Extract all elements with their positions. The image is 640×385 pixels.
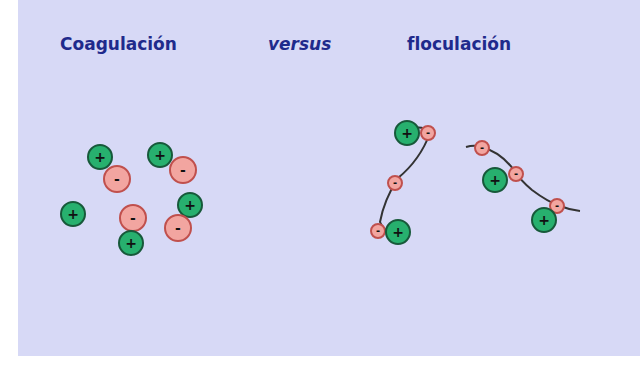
positive-particle: + — [394, 120, 420, 146]
charge-sign: + — [392, 225, 404, 239]
charge-sign: + — [67, 207, 79, 221]
charge-sign: + — [538, 213, 550, 227]
positive-particle: + — [531, 207, 557, 233]
charge-sign: - — [130, 211, 136, 225]
charge-sign: - — [426, 128, 430, 138]
charge-sign: + — [154, 148, 166, 162]
charge-sign: - — [514, 169, 518, 179]
negative-particle: - — [474, 140, 490, 156]
negative-particle: - — [103, 165, 131, 193]
positive-particle: + — [482, 167, 508, 193]
negative-particle: - — [508, 166, 524, 182]
charge-sign: - — [480, 143, 484, 153]
heading-label: floculación — [407, 34, 511, 54]
charge-sign: + — [401, 126, 413, 140]
charge-sign: - — [175, 221, 181, 235]
negative-particle: - — [119, 204, 147, 232]
heading-label: versus — [268, 34, 331, 54]
negative-particle: - — [387, 175, 403, 191]
charge-sign: - — [555, 201, 559, 211]
charge-sign: + — [125, 236, 137, 250]
negative-particle: - — [370, 223, 386, 239]
heading-label: Coagulación — [60, 34, 177, 54]
positive-particle: + — [60, 201, 86, 227]
charge-sign: - — [180, 163, 186, 177]
charge-sign: + — [184, 198, 196, 212]
negative-particle: - — [420, 125, 436, 141]
negative-particle: - — [169, 156, 197, 184]
charge-sign: - — [114, 172, 120, 186]
charge-sign: + — [489, 173, 501, 187]
charge-sign: - — [393, 178, 397, 188]
negative-particle: - — [164, 214, 192, 242]
charge-sign: + — [94, 150, 106, 164]
charge-sign: - — [376, 226, 380, 236]
positive-particle: + — [118, 230, 144, 256]
positive-particle: + — [385, 219, 411, 245]
